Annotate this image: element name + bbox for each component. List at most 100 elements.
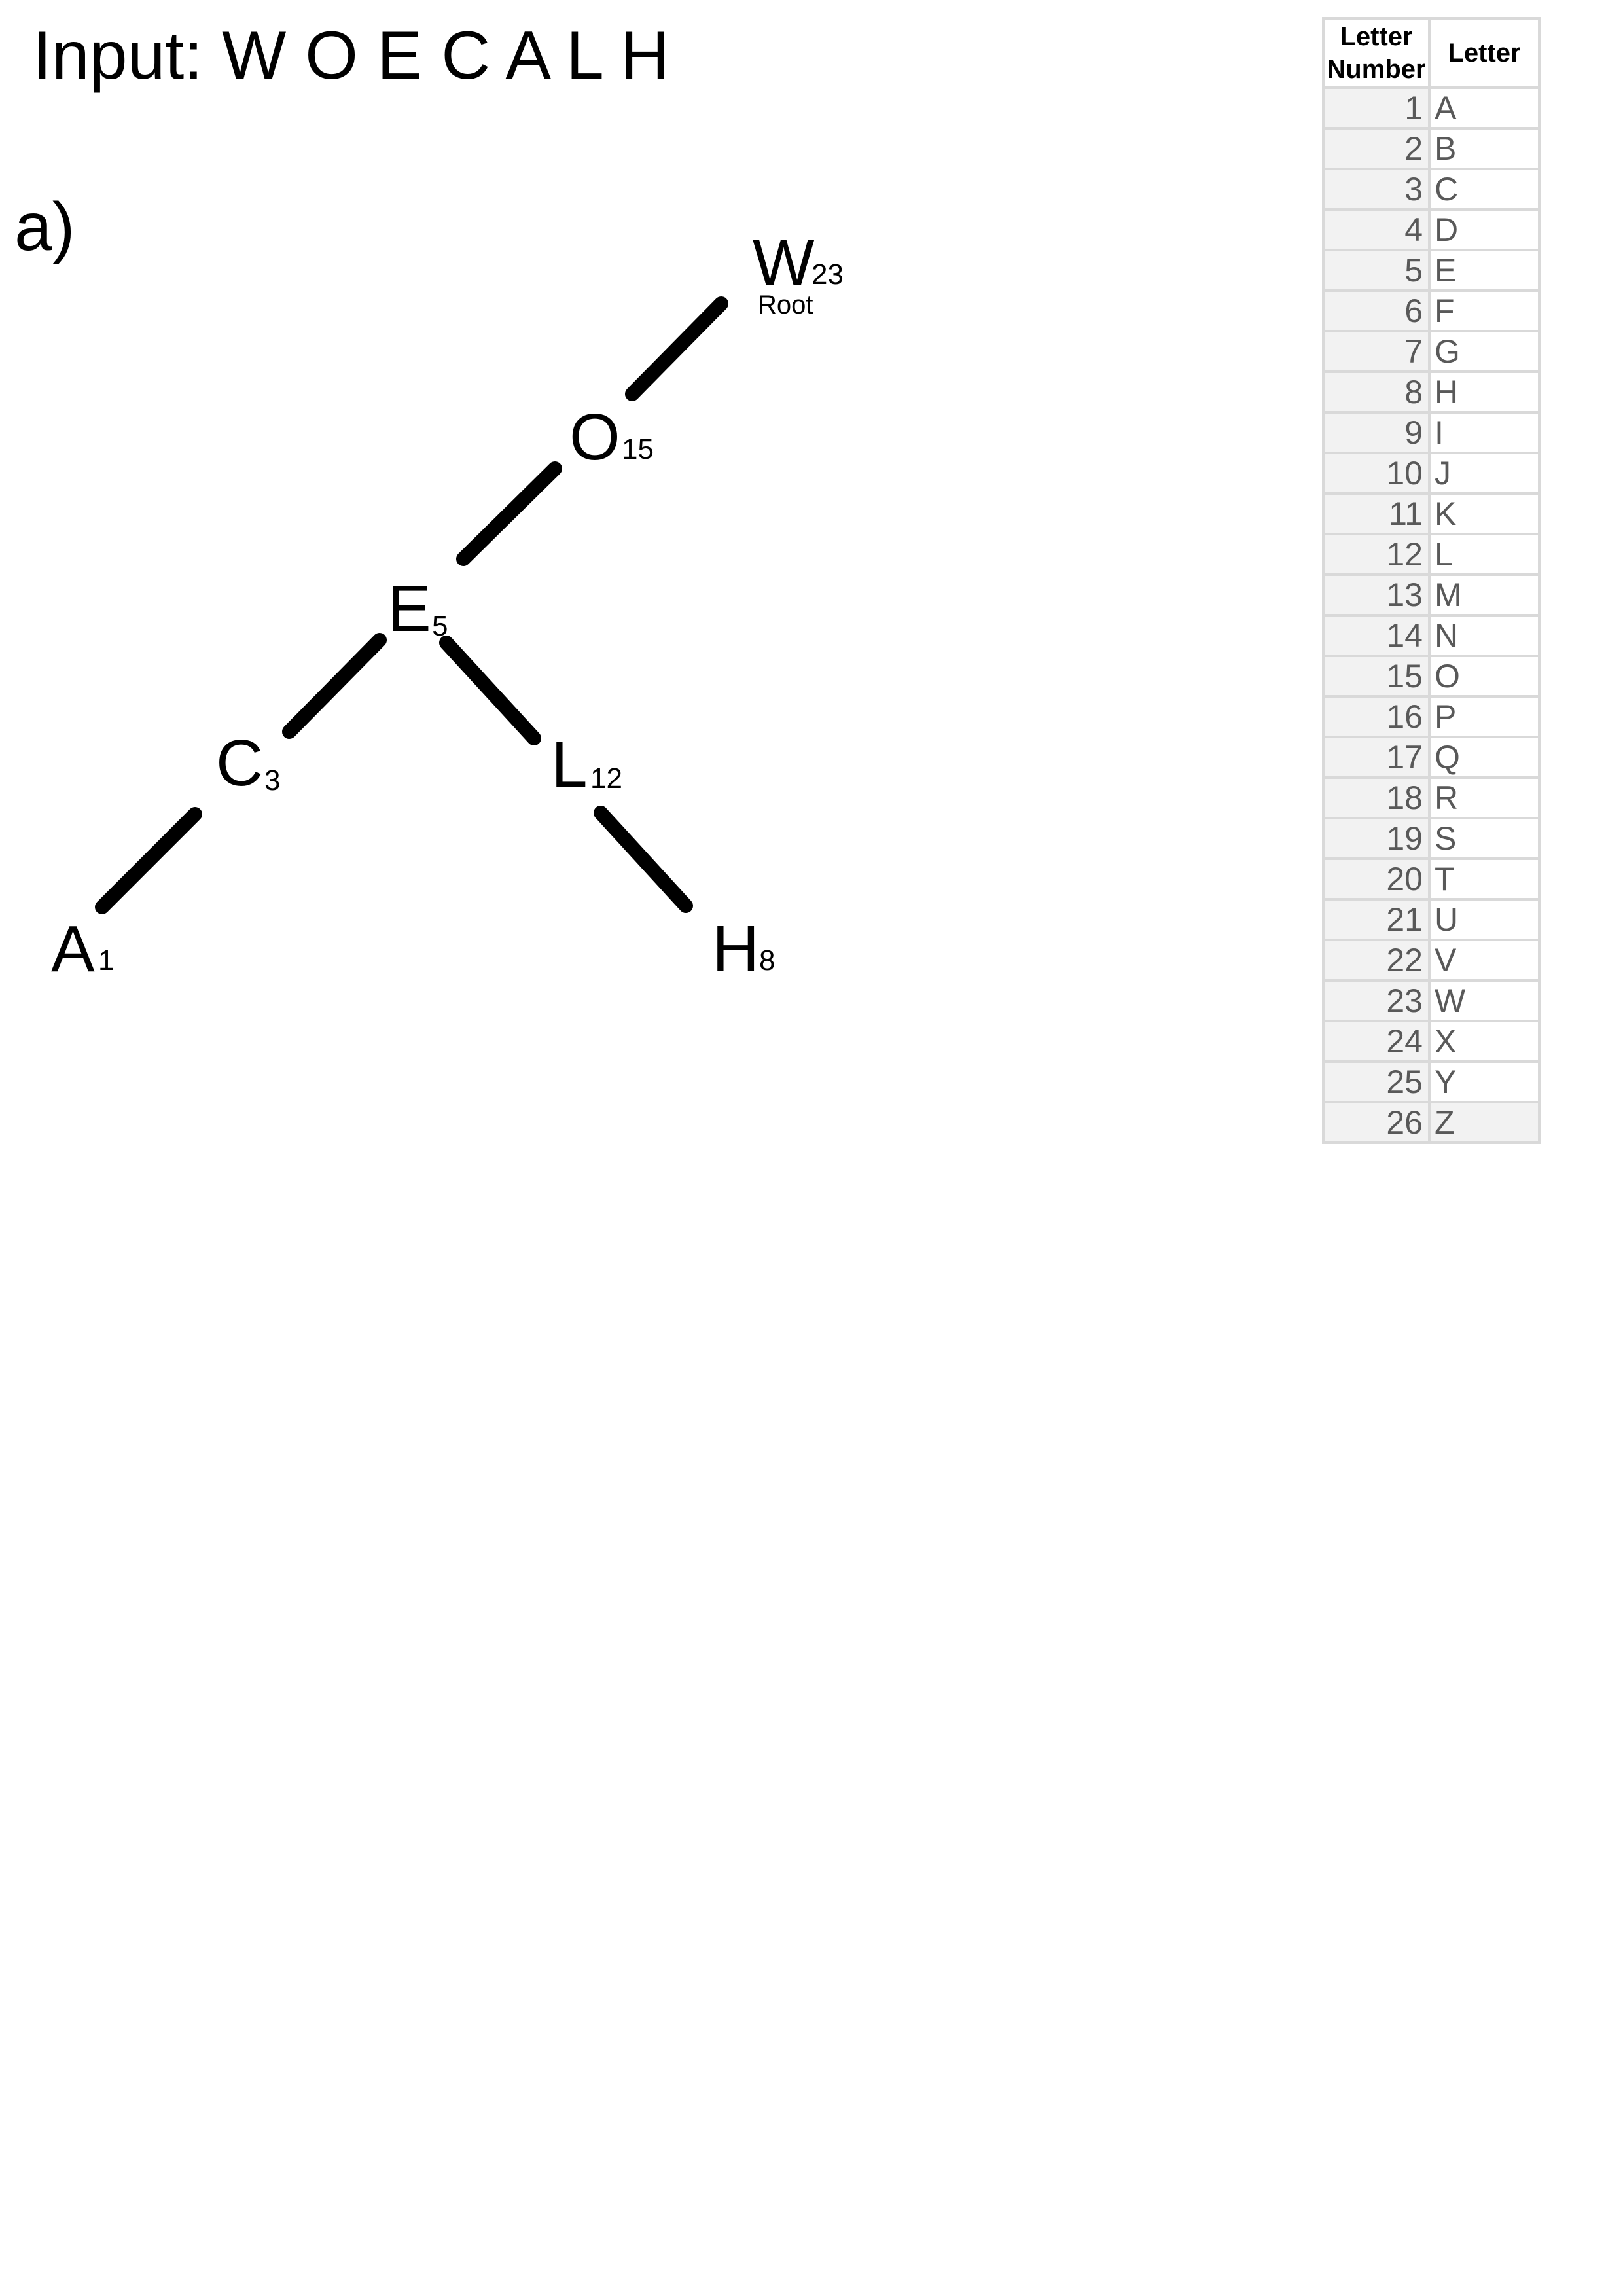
letter-number-cell: 4 — [1322, 208, 1431, 251]
letter-cell: Y — [1428, 1060, 1541, 1103]
node-w-number: 23 — [812, 259, 844, 291]
node-l-number: 12 — [590, 762, 622, 795]
table-header-row: Letter Number Letter — [1322, 17, 1541, 89]
letter-cell: N — [1428, 614, 1541, 657]
letter-cell: S — [1428, 817, 1541, 860]
column-header-letter: Letter — [1428, 17, 1541, 89]
letter-number-cell: 21 — [1322, 898, 1431, 941]
node-w-letter: W — [753, 226, 815, 300]
letter-number-cell: 2 — [1322, 127, 1431, 170]
node-o-number: 15 — [622, 433, 654, 465]
letter-cell: E — [1428, 249, 1541, 292]
root-label: Root — [758, 291, 813, 319]
input-sequence-title: Input: W O E C A L H — [33, 18, 669, 94]
edge-c-a — [95, 807, 202, 914]
edge-e-c — [282, 633, 387, 739]
node-h-number: 8 — [759, 944, 776, 977]
letter-cell: I — [1428, 411, 1541, 454]
node-c-letter: C — [216, 726, 264, 800]
letter-number-cell: 24 — [1322, 1020, 1431, 1063]
letter-cell: W — [1428, 979, 1541, 1022]
node-l-letter: L — [551, 728, 588, 801]
letter-number-cell: 14 — [1322, 614, 1431, 657]
node-e-number: 5 — [432, 610, 448, 642]
tree-edges — [95, 296, 728, 914]
letter-number-cell: 20 — [1322, 857, 1431, 901]
letter-cell: V — [1428, 939, 1541, 982]
letter-number-cell: 16 — [1322, 695, 1431, 738]
node-e-letter: E — [387, 572, 431, 645]
letter-number-cell: 19 — [1322, 817, 1431, 860]
letter-number-cell: 18 — [1322, 776, 1431, 819]
letter-number-cell: 9 — [1322, 411, 1431, 454]
edge-l-h — [594, 806, 693, 913]
node-o-letter: O — [569, 401, 620, 474]
letter-number-cell: 25 — [1322, 1060, 1431, 1103]
letter-cell: C — [1428, 168, 1541, 211]
letter-cell: L — [1428, 533, 1541, 576]
letter-cell: Q — [1428, 736, 1541, 779]
letter-number-cell: 22 — [1322, 939, 1431, 982]
letter-cell: D — [1428, 208, 1541, 251]
letter-number-cell: 11 — [1322, 492, 1431, 535]
letter-cell: R — [1428, 776, 1541, 819]
letter-cell: X — [1428, 1020, 1541, 1063]
letter-number-cell: 8 — [1322, 370, 1431, 414]
letter-cell: K — [1428, 492, 1541, 535]
letter-cell: Z — [1428, 1101, 1541, 1144]
part-label: a) — [14, 189, 75, 265]
node-a-letter: A — [51, 912, 95, 986]
letter-number-cell: 5 — [1322, 249, 1431, 292]
letter-number-cell: 26 — [1322, 1101, 1431, 1144]
edge-o-e — [456, 461, 562, 566]
letter-cell: A — [1428, 86, 1541, 130]
letter-number-cell: 15 — [1322, 655, 1431, 698]
letter-number-cell: 6 — [1322, 289, 1431, 332]
letter-cell: U — [1428, 898, 1541, 941]
letter-number-cell: 1 — [1322, 86, 1431, 130]
letter-cell: O — [1428, 655, 1541, 698]
letter-cell: F — [1428, 289, 1541, 332]
letter-number-cell: 17 — [1322, 736, 1431, 779]
letter-cell: J — [1428, 452, 1541, 495]
letter-cell: T — [1428, 857, 1541, 901]
letter-number-cell: 3 — [1322, 168, 1431, 211]
node-a-number: 1 — [98, 944, 115, 977]
column-header-letter-number: Letter Number — [1322, 17, 1431, 89]
letter-number-cell: 10 — [1322, 452, 1431, 495]
letter-cell: B — [1428, 127, 1541, 170]
letter-cell: M — [1428, 573, 1541, 617]
letter-number-cell: 12 — [1322, 533, 1431, 576]
letter-number-cell: 7 — [1322, 330, 1431, 373]
edge-w-o — [625, 296, 728, 401]
letter-cell: G — [1428, 330, 1541, 373]
node-c-number: 3 — [264, 764, 281, 797]
